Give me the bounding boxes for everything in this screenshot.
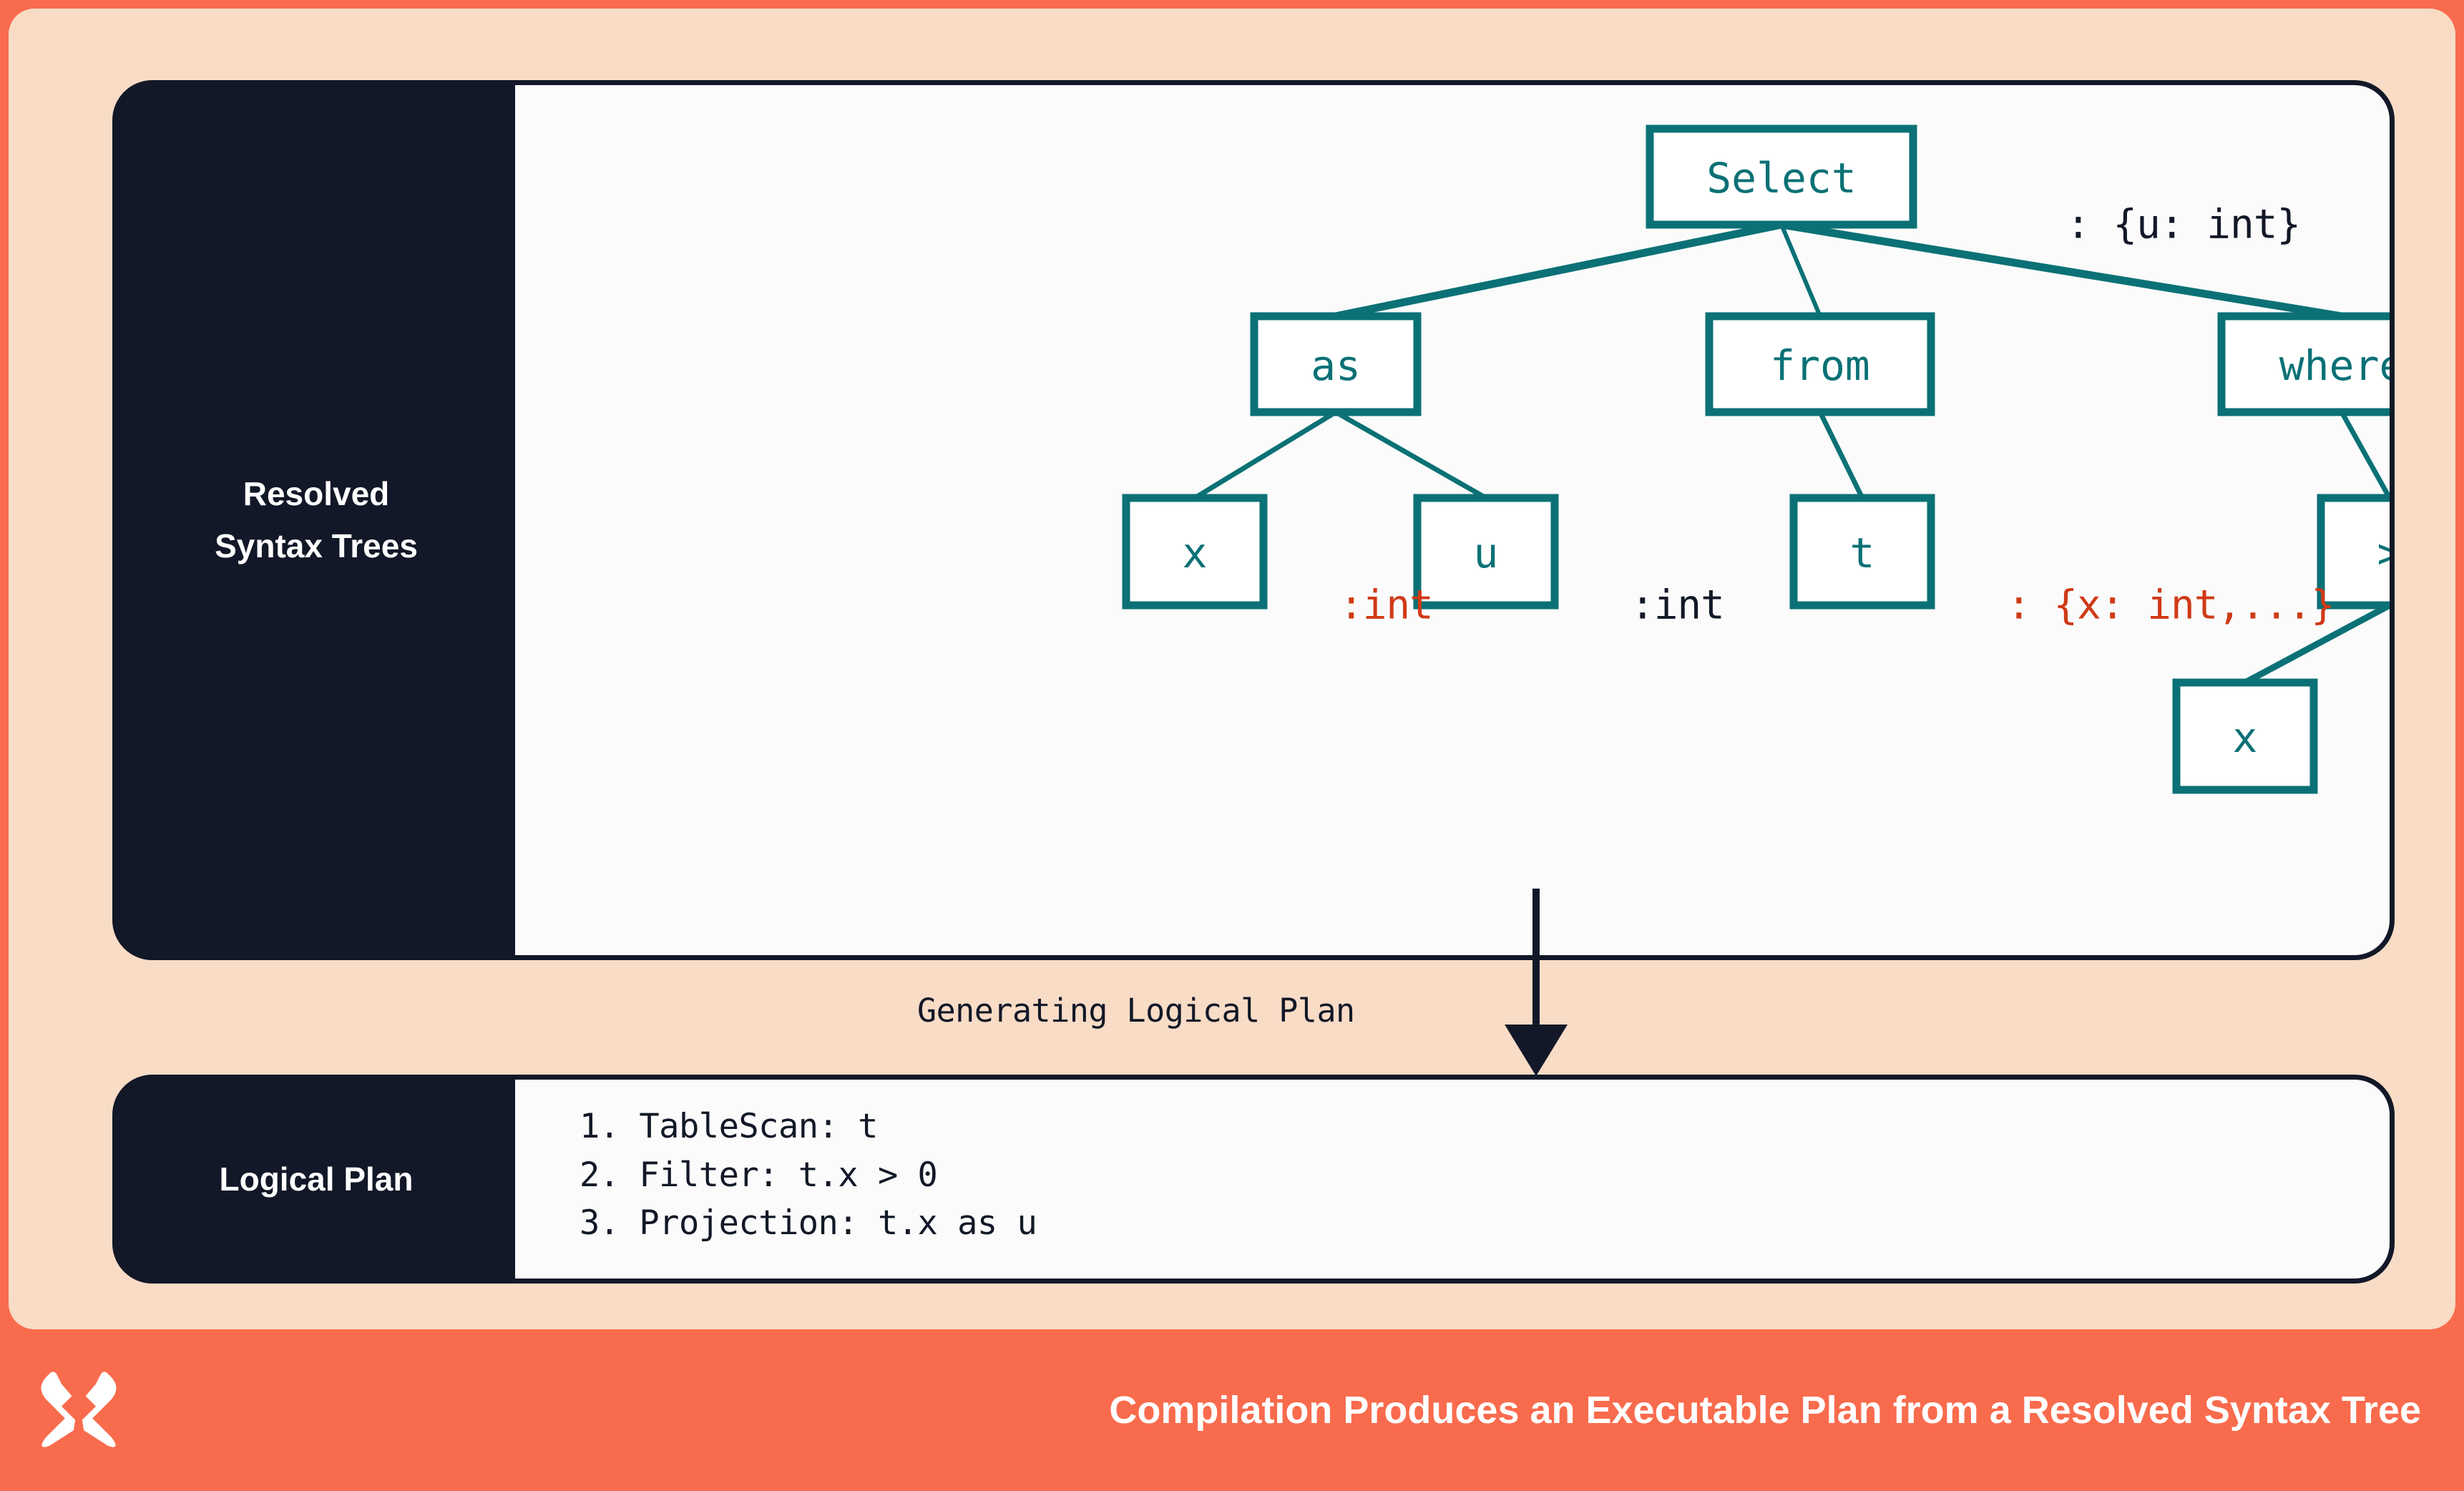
logical-plan-body: 1. TableScan: t 2. Filter: t.x > 0 3. Proj… bbox=[515, 1080, 2390, 1279]
ann-u: :int bbox=[1631, 582, 1724, 629]
logical-plan-panel: Logical Plan 1. TableScan: t 2. Filter: t… bbox=[112, 1075, 2395, 1284]
syntax-tree-canvas: Selectasfromwherexut>x0 : {u: int}:int:i… bbox=[515, 85, 2390, 955]
tree-node-box bbox=[1250, 312, 1422, 416]
tree-node-box bbox=[2317, 494, 2390, 610]
tree-edge-as-u bbox=[1334, 409, 1487, 501]
resolved-syntax-trees-panel: Resolved Syntax Trees Select as from where x… bbox=[112, 80, 2395, 960]
tree-node-label: x bbox=[2233, 713, 2258, 762]
resolved-syntax-trees-label: Resolved Syntax Trees bbox=[117, 85, 515, 955]
tree-edge-gt-x2 bbox=[2243, 602, 2390, 685]
tree-edge-where-gt bbox=[2339, 411, 2390, 499]
tree-node-layer: Selectasfromwherexut>x0 bbox=[1122, 124, 2390, 794]
footer-caption: Compilation Produces an Executable Plan … bbox=[1109, 1389, 2421, 1432]
tree-node-box bbox=[1646, 124, 1917, 229]
tree-edge-select-where bbox=[1781, 220, 2342, 321]
tree-node-label: from bbox=[1770, 341, 1870, 390]
logical-plan-steps: 1. TableScan: t 2. Filter: t.x > 0 3. Proj… bbox=[580, 1103, 1037, 1248]
tree-node-label: t bbox=[1850, 529, 1875, 577]
panel-label-line1: Resolved bbox=[243, 475, 390, 513]
tree-node-box bbox=[2217, 312, 2390, 416]
syntax-tree-diagram: Selectasfromwherexut>x0 : {u: int}:int:i… bbox=[1122, 124, 2390, 794]
tree-node-u[interactable]: u bbox=[1413, 494, 1559, 610]
tree-node-x2[interactable]: x bbox=[2172, 678, 2318, 794]
ann-x1: :int bbox=[1339, 582, 1433, 629]
down-arrow-icon bbox=[1505, 889, 1568, 1075]
tree-edge-as-x1 bbox=[1193, 410, 1337, 500]
transition-region: Generating Logical Plan bbox=[112, 889, 2395, 1075]
tree-node-box bbox=[2172, 678, 2318, 794]
tree-node-gt[interactable]: > bbox=[2317, 494, 2390, 610]
tree-edge-select-from bbox=[1779, 223, 1822, 318]
tree-type-annotation-layer: : {u: int}:int:int: {x: int,...}:bool:in… bbox=[1339, 202, 2335, 629]
tree-node-t[interactable]: t bbox=[1789, 494, 1935, 610]
tree-node-where[interactable]: where bbox=[2217, 312, 2390, 416]
panel-label-line2: Syntax Trees bbox=[215, 527, 418, 564]
tree-node-from[interactable]: from bbox=[1705, 312, 1935, 416]
tree-node-box bbox=[1705, 312, 1935, 416]
tree-node-label: u bbox=[1474, 529, 1499, 577]
logical-plan-step: 3. Projection: t.x as u bbox=[580, 1203, 1037, 1243]
tree-edge-select-as bbox=[1334, 220, 1783, 321]
tree-edge-from-t bbox=[1817, 411, 1865, 499]
transition-label: Generating Logical Plan bbox=[917, 992, 1355, 1030]
tree-node-label: x bbox=[1183, 529, 1208, 577]
tree-node-box bbox=[1122, 494, 1268, 610]
tree-node-as[interactable]: as bbox=[1250, 312, 1422, 416]
ann-t: : {x: int,...} bbox=[2007, 582, 2335, 629]
tree-edge-layer bbox=[1193, 220, 2390, 685]
tree-node-box bbox=[1413, 494, 1559, 610]
tree-node-label: where bbox=[2279, 341, 2390, 390]
logical-plan-step: 1. TableScan: t bbox=[580, 1107, 878, 1146]
logical-plan-label: Logical Plan bbox=[117, 1080, 515, 1279]
butterfly-logo-icon bbox=[41, 1372, 117, 1447]
tree-node-box bbox=[1789, 494, 1935, 610]
logical-plan-step: 2. Filter: t.x > 0 bbox=[580, 1155, 938, 1195]
ann-select: : {u: int} bbox=[2066, 202, 2300, 248]
tree-node-label: as bbox=[1311, 341, 1361, 390]
tree-node-x1[interactable]: x bbox=[1122, 494, 1268, 610]
tree-node-label: Select bbox=[1706, 154, 1857, 202]
tree-node-select[interactable]: Select bbox=[1646, 124, 1917, 229]
tree-node-label: > bbox=[2377, 529, 2390, 577]
footer-bar: Compilation Produces an Executable Plan … bbox=[0, 1329, 2464, 1491]
poster-canvas: Resolved Syntax Trees Select as from where x… bbox=[9, 9, 2455, 1329]
